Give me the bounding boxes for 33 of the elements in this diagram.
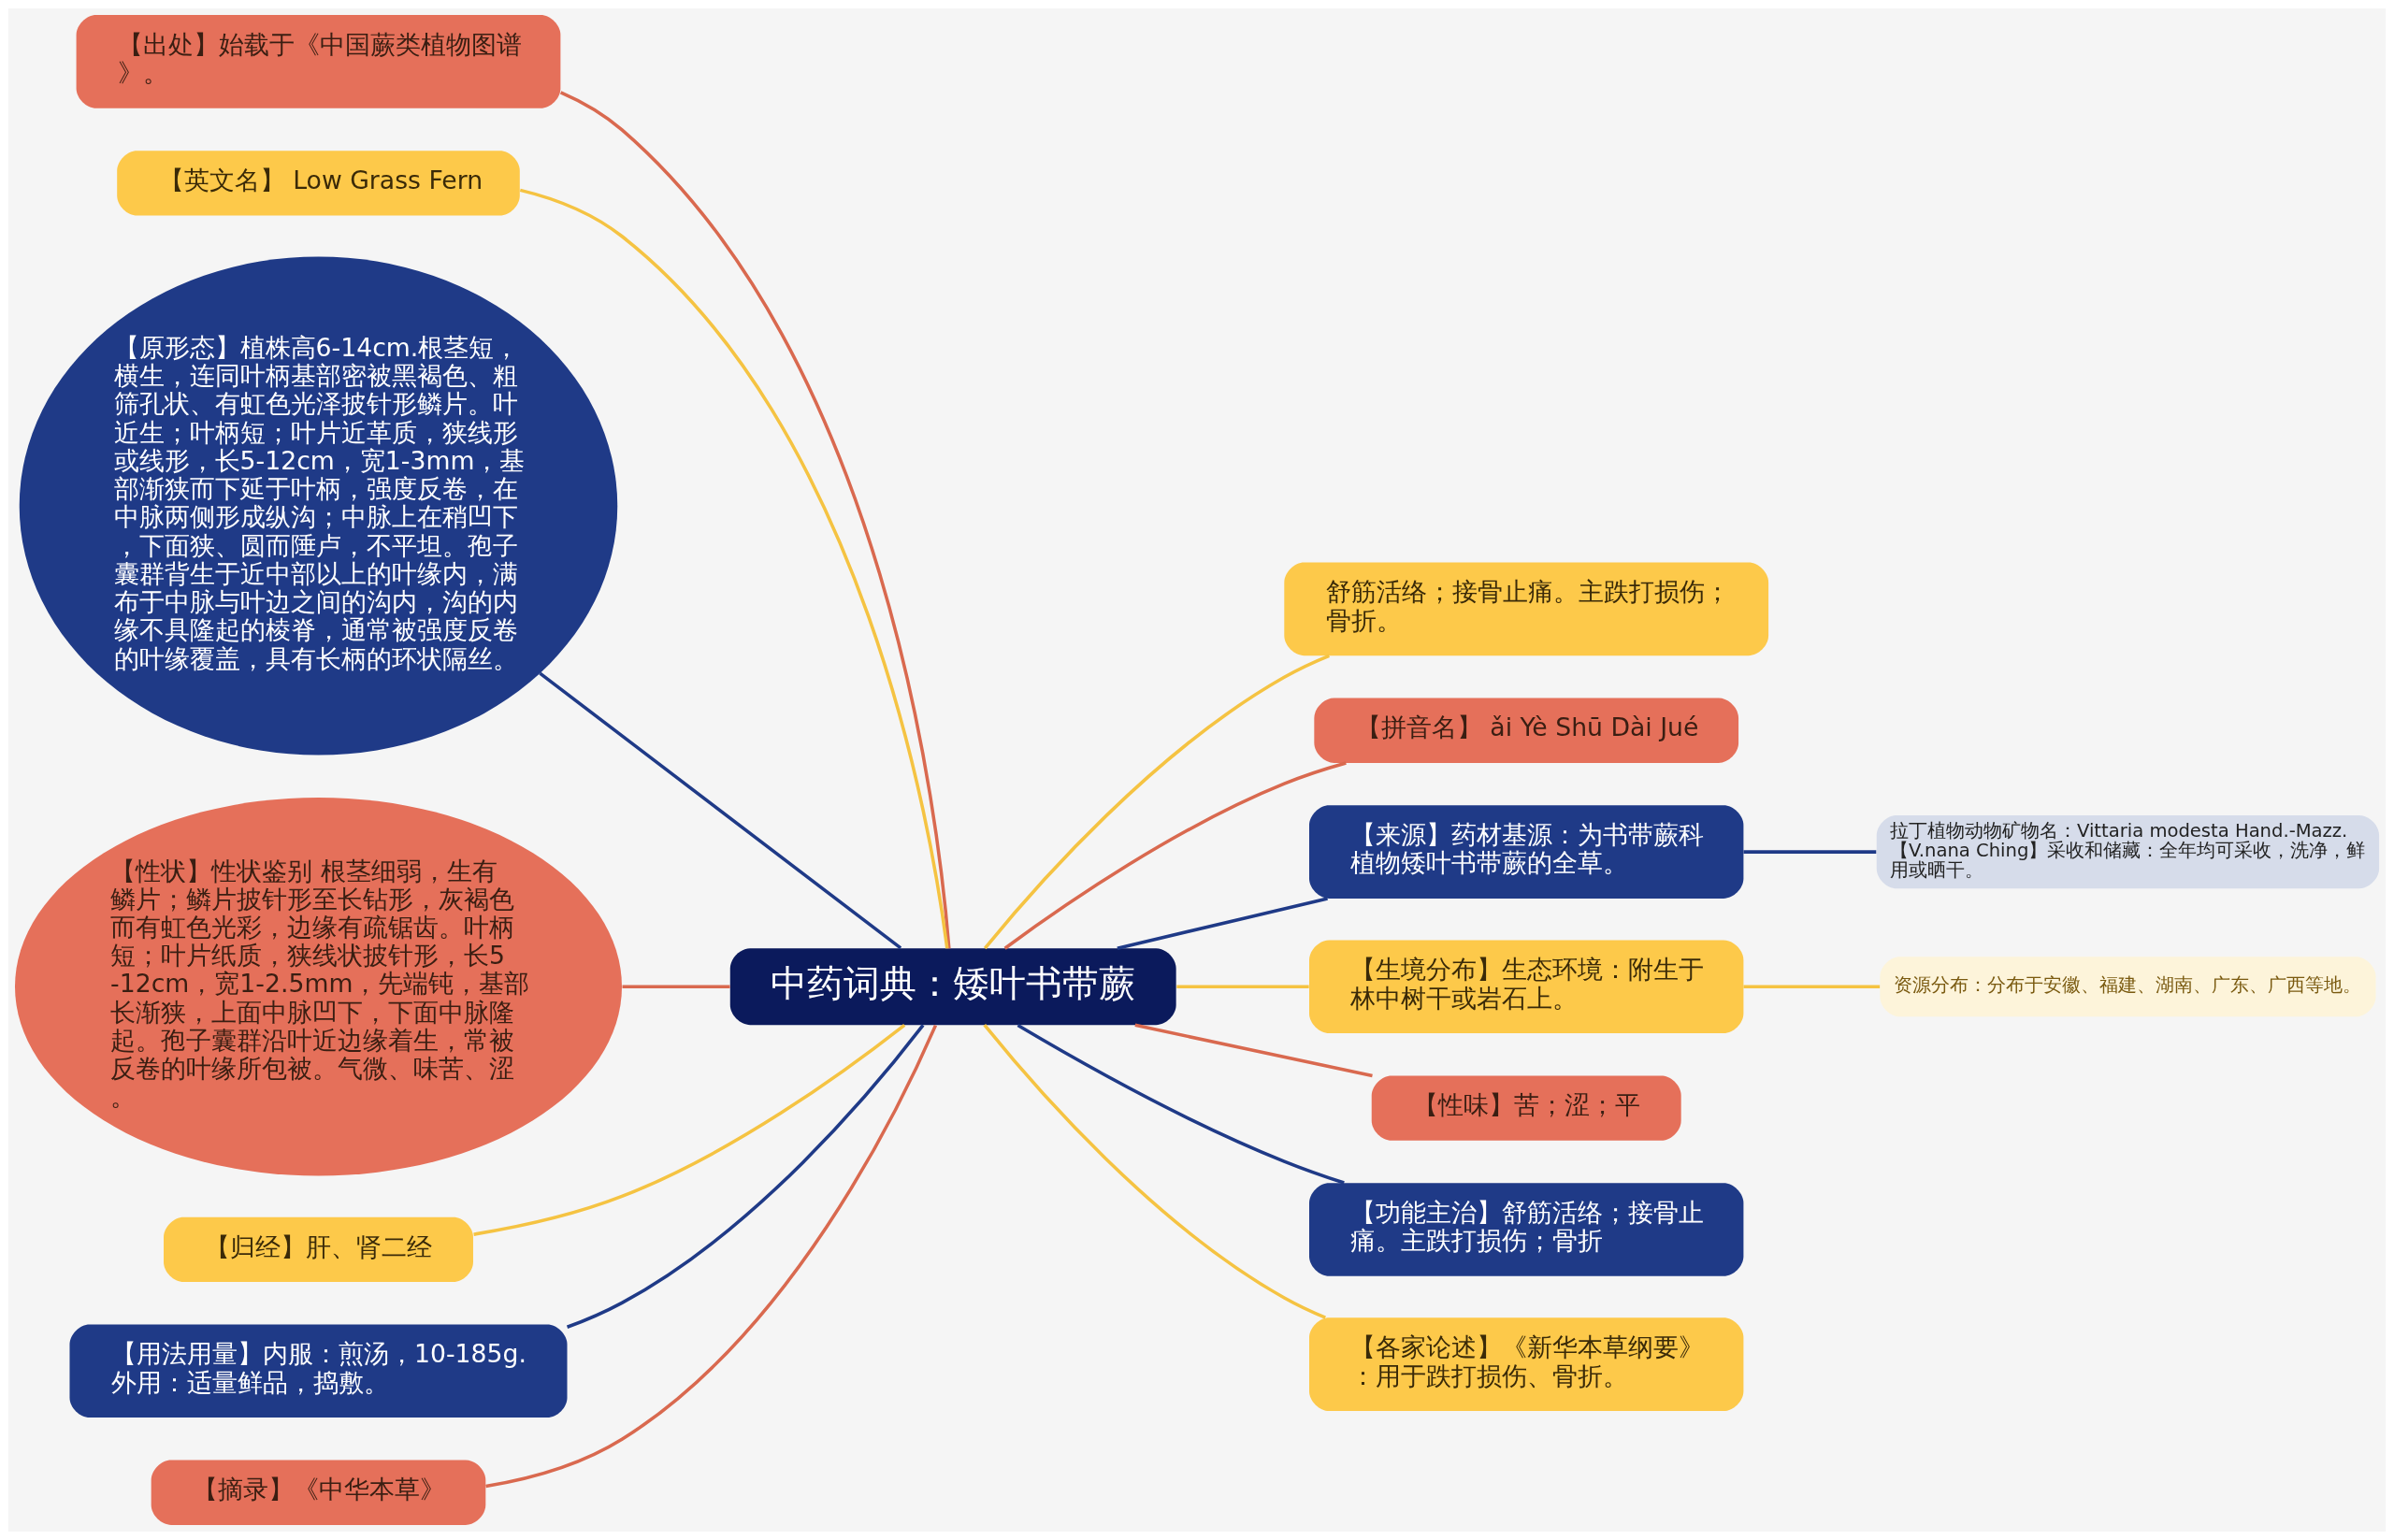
node-box: 中药词典：矮叶书带蕨 [729, 948, 1176, 1026]
node-box: 【性味】苦；涩；平 [1371, 1075, 1681, 1141]
connector [983, 654, 1330, 950]
node-ellipse: 【性状】性状鉴别 根茎细弱，生有鳞片；鳞片披针形至长钻形，灰褐色而有虹色光彩，边缘有疏锯齿。叶柄短；叶片纸质，狭线状披针形，长5-12cm，宽1-2.5mm，先端钝，基部长渐狭，上面中脉凹下，下面中脉隆起。孢子囊群沿叶近边缘着生，常被反卷的叶缘所包被。气微、味苦、涩。 [15, 797, 622, 1176]
node-box: 【来源】药材基源：为书带蕨科植物矮叶书带蕨的全草。 [1309, 805, 1744, 899]
node-ellipse: 【原形态】植株高6-14cm.根茎短，横生，连同叶柄基部密被黑褐色、粗筛孔状、有虹色光泽披针形鳞片。叶近生；叶柄短；叶片近革质，狭线形或线形，长5-12cm，宽1-3mm，基部渐狭而下延于叶柄，强度反卷，在中脉两侧形成纵沟；中脉上在稍凹下，下面狭、圆而陲卢，不平坦。孢子囊群背生于近中部以上的叶缘内，满布于中脉与叶边之间的沟内，沟的内缘不具隆起的棱脊，通常被强度反卷的叶缘覆盖，具有长柄的环状隔丝。 [19, 256, 618, 756]
node-box: 【归经】肝、肾二经 [164, 1216, 473, 1283]
node-box: 【生境分布】生态环境：附生于林中树干或岩石上。 [1309, 940, 1744, 1034]
connector [1017, 1024, 1345, 1185]
connector [1743, 850, 1877, 854]
node-box: 【英文名】 Low Grass Fern [117, 151, 520, 216]
node-box: 舒筋活络；接骨止痛。主跌打损伤；骨折。 [1284, 562, 1769, 656]
node-box: 拉丁植物动物矿物名：Vittaria modesta Hand.-Mazz.【V.nana Ching】采收和储藏：全年均可采收，洗净，鲜用或晒干。 [1876, 815, 2380, 889]
connector [983, 1024, 1326, 1319]
connector [485, 1024, 938, 1489]
connector [473, 1023, 906, 1236]
connector [519, 188, 949, 949]
connector [566, 1024, 925, 1329]
connector [1003, 761, 1347, 950]
connector [622, 985, 730, 989]
connector [1176, 985, 1309, 989]
node-box: 【摘录】《中华本草》 [151, 1460, 486, 1525]
node-box: 【拼音名】 ǎi Yè Shū Dài Jué [1314, 698, 1739, 763]
node-box: 【出处】始载于《中国蕨类植物图谱》。 [76, 15, 561, 108]
connector [539, 671, 902, 950]
connector [1117, 897, 1328, 950]
connector [1134, 1023, 1373, 1078]
node-box: 【用法用量】内服：煎汤，10-185g.外用：适量鲜品，捣敷。 [69, 1324, 568, 1418]
node-box: 【各家论述】《新华本草纲要》：用于跌打损伤、骨折。 [1309, 1317, 1744, 1411]
connector [1743, 985, 1881, 989]
node-box: 【功能主治】舒筋活络；接骨止痛。主跌打损伤；骨折 [1309, 1183, 1744, 1276]
connector [559, 91, 951, 949]
node-box: 资源分布：分布于安徽、福建、湖南、广东、广西等地。 [1880, 957, 2376, 1017]
